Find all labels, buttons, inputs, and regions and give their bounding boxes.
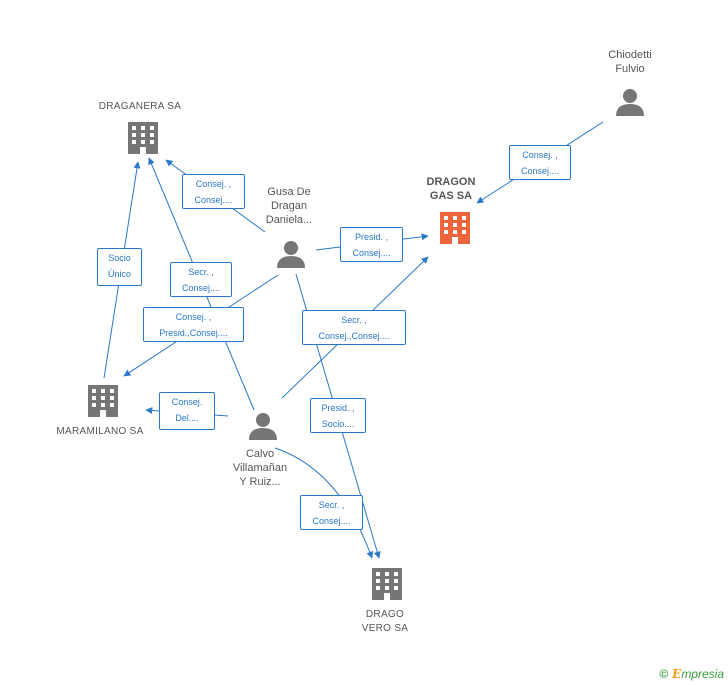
node-label-gusa[interactable]: Gusa De Dragan Daniela...	[265, 186, 313, 226]
edge-label-calvo-draganera[interactable]: Secr. , Consej....	[170, 262, 232, 297]
node-label-maramilano[interactable]: MARAMILANO SA	[56, 426, 144, 437]
edge-label-gusa-draganera[interactable]: Consej. , Consej....	[182, 174, 245, 209]
edge-label-gusa-dragovero[interactable]: Presid. , Socio....	[310, 398, 366, 433]
person-icon	[277, 241, 305, 268]
node-label-dragon-gas[interactable]: DRAGON GAS SA	[426, 176, 476, 202]
person-icon	[616, 89, 644, 116]
brand-e: E	[672, 667, 682, 681]
edge-label-gusa-dragon[interactable]: Presid. , Consej....	[340, 227, 403, 262]
node-label-calvo[interactable]: Calvo Villamañan Y Ruiz...	[232, 448, 288, 488]
node-label-draganera[interactable]: DRAGANERA SA	[98, 101, 182, 112]
edge-label-chiodetti-dragon[interactable]: Consej. , Consej....	[509, 145, 571, 180]
building-icon	[372, 568, 402, 600]
brand-logo: ©Empresia	[659, 667, 724, 681]
brand-text: mpresia	[681, 667, 724, 681]
edge-label-calvo-maramilano[interactable]: Consej. Del....	[159, 392, 215, 430]
edge-label-maramilano-draganera[interactable]: Socio Único	[97, 248, 142, 286]
node-label-chiodetti[interactable]: Chiodetti Fulvio	[608, 49, 652, 75]
building-icon-focus	[440, 212, 470, 244]
edge-label-calvo-dragovero[interactable]: Secr. , Consej....	[300, 495, 363, 530]
building-icon	[88, 385, 118, 417]
edge-calvo-dragovero	[274, 447, 374, 559]
edge-label-gusa-maramilano[interactable]: Consej. , Presid.,Consej....	[143, 307, 244, 342]
copyright-icon: ©	[659, 667, 669, 681]
building-icon	[128, 122, 158, 154]
node-label-drago-vero[interactable]: DRAGO VERO SA	[361, 609, 409, 634]
edge-label-calvo-dragon[interactable]: Secr. , Consej.,Consej....	[302, 310, 406, 345]
person-icon	[249, 413, 277, 440]
